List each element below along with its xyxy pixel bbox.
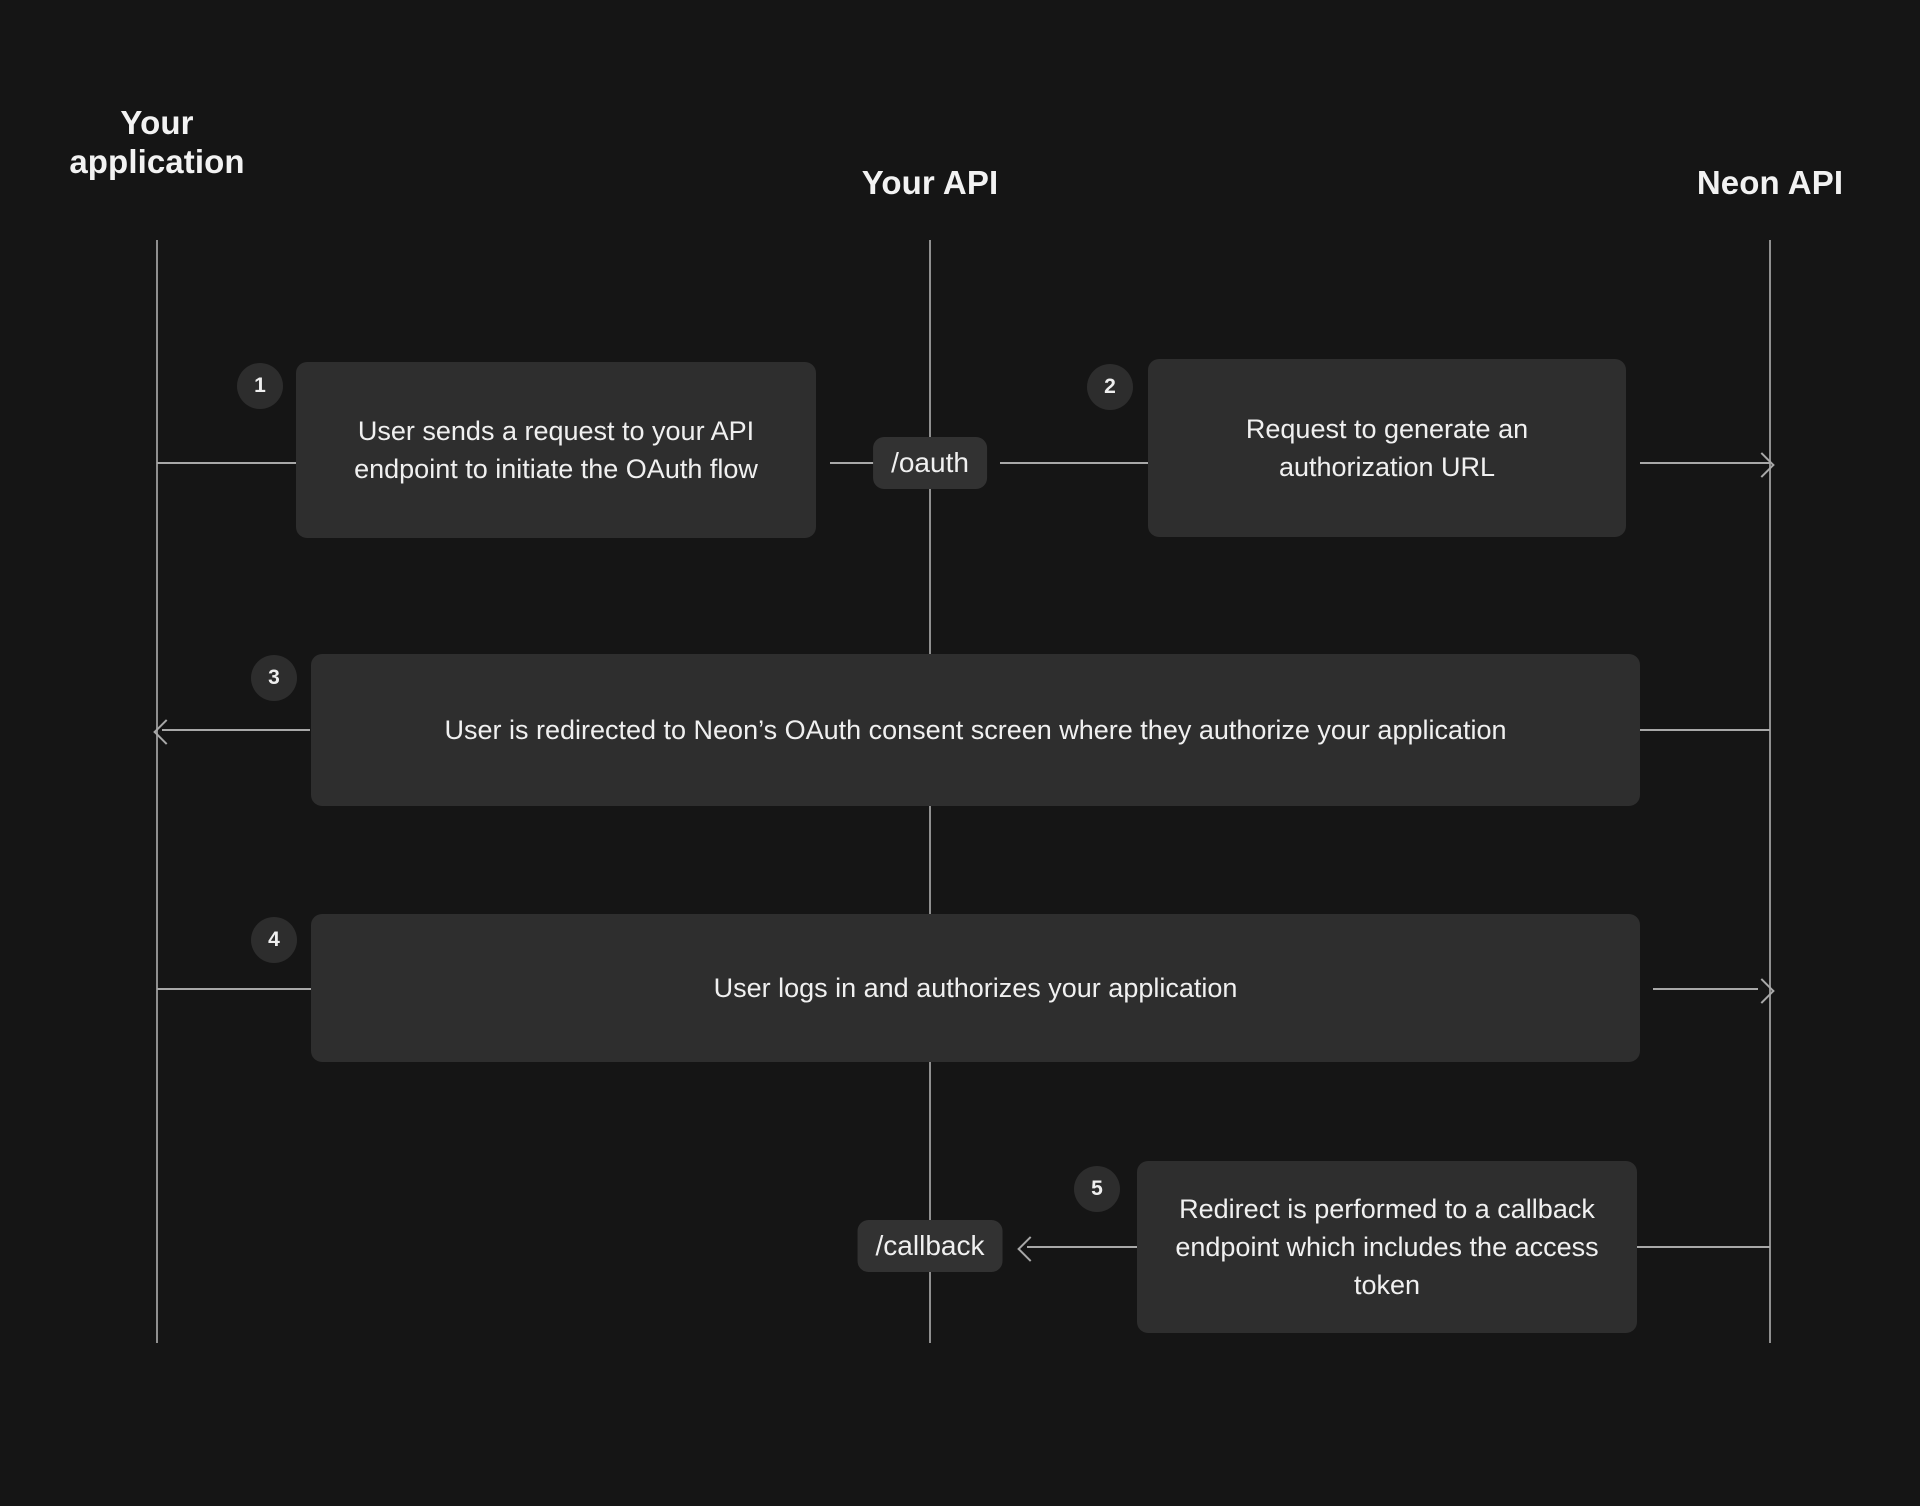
lifeline-your-application [156,240,158,1343]
message-text-step-1: User sends a request to your API endpoin… [354,415,758,484]
connector-step-1-in [157,462,296,464]
message-box-step-5: Redirect is performed to a callback endp… [1137,1161,1637,1333]
step-badge-1: 1 [237,363,283,409]
participant-label-your-api: Your API [861,164,999,201]
participant-label-your-application: Your application [69,104,245,180]
connector-step-2-out [1640,462,1770,464]
message-text-step-5: Redirect is performed to a callback endp… [1175,1193,1599,1301]
step-badge-3: 3 [251,655,297,701]
message-box-step-2: Request to generate an authorization URL [1148,359,1626,537]
connector-step-4-out [1653,988,1758,990]
connector-step-5-in [1637,1246,1770,1248]
arrowhead-step-5-left [1017,1236,1043,1262]
endpoint-pill-oauth[interactable]: /oauth [873,437,987,489]
lifeline-neon-api [1769,240,1771,1343]
connector-step-4-in [157,988,311,990]
message-text-step-4: User logs in and authorizes your applica… [713,972,1238,1003]
connector-step-2-in [1000,462,1148,464]
message-box-step-1: User sends a request to your API endpoin… [296,362,816,538]
connector-step-5-to-callback [1027,1246,1137,1248]
step-badge-4: 4 [251,917,297,963]
message-text-step-2: Request to generate an authorization URL [1245,413,1529,482]
message-box-step-3: User is redirected to Neon’s OAuth conse… [311,654,1640,806]
connector-step-3-in [1640,729,1770,731]
step-badge-2: 2 [1087,364,1133,410]
participant-label-neon-api: Neon API [1696,164,1844,201]
step-badge-5: 5 [1074,1166,1120,1212]
connector-step-3-out [162,729,310,731]
endpoint-pill-callback[interactable]: /callback [857,1220,1003,1272]
connector-step-1-to-oauth [830,462,887,464]
message-text-step-3: User is redirected to Neon’s OAuth conse… [444,714,1507,745]
message-box-step-4: User logs in and authorizes your applica… [311,914,1640,1062]
